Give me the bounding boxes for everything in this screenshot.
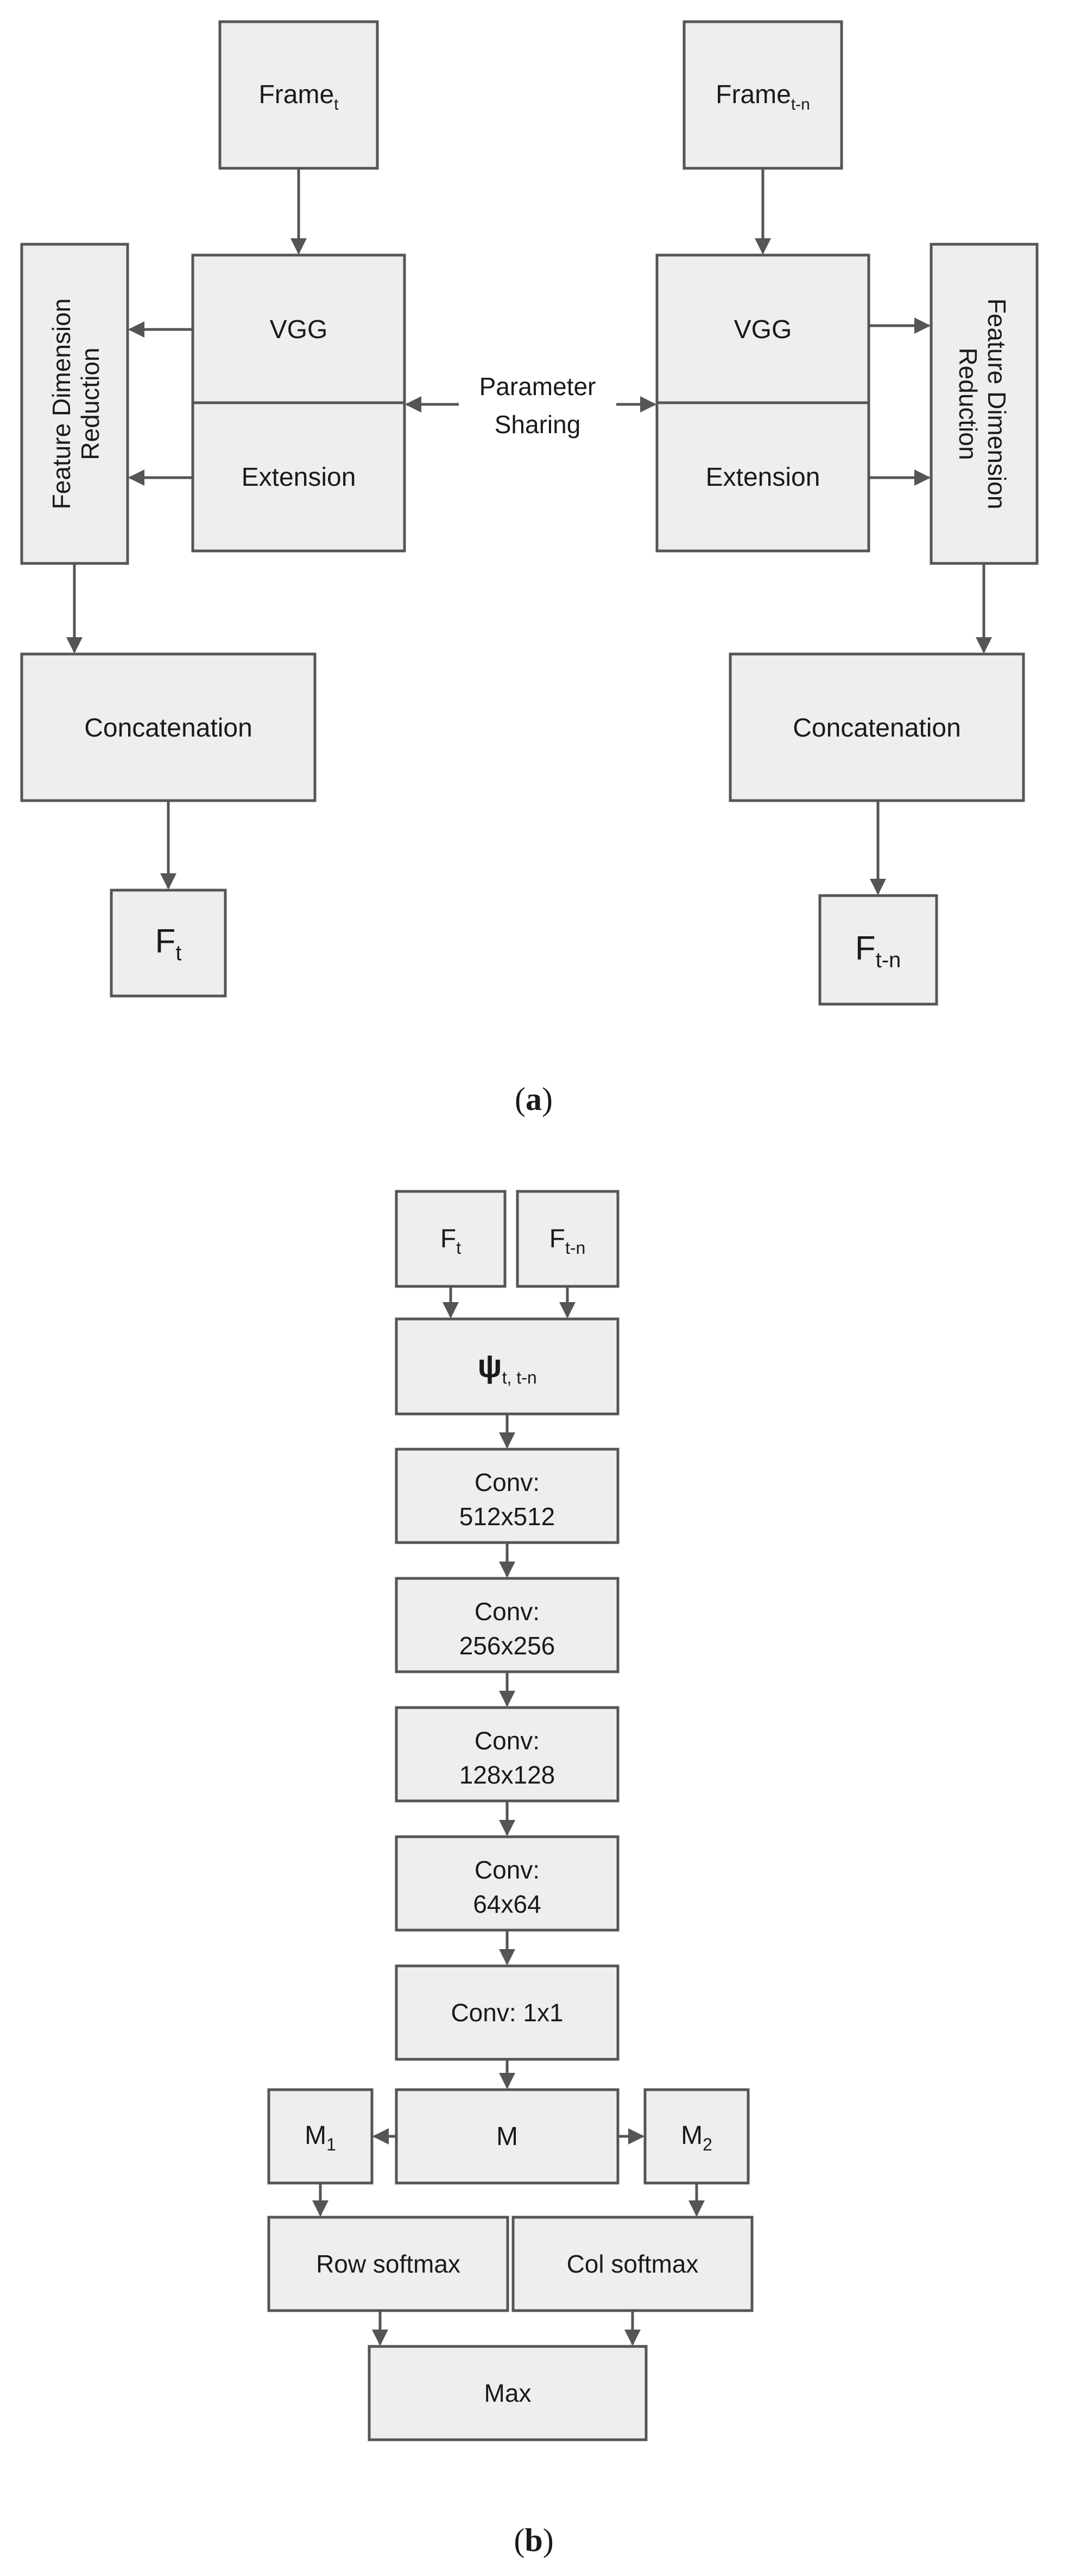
left-output-subscript: t [175, 941, 181, 965]
input-ftn-subscript: t-n [565, 1238, 585, 1258]
parameter-sharing-label: Parameter Sharing [479, 372, 596, 439]
conv-128-node: Conv: 128x128 [395, 1706, 620, 1803]
m-node: M [395, 2088, 620, 2185]
conv-256-line1: Conv: [475, 1597, 540, 1626]
left-frame-subscript: t [334, 96, 339, 113]
max-label: Max [484, 2379, 532, 2407]
right-output-subscript: t-n [876, 948, 901, 972]
conv-128-line2: 128x128 [459, 1761, 555, 1789]
conv-64-node: Conv: 64x64 [395, 1835, 620, 1932]
left-frame-label: Frame [258, 80, 334, 109]
m1-label: M [305, 2121, 326, 2150]
conv-64-line2: 64x64 [473, 1890, 541, 1918]
psi-label: ψ [477, 1348, 502, 1384]
right-frame-subscript: t-n [791, 96, 810, 113]
m1-subscript: 1 [326, 2135, 336, 2154]
svg-text:M2: M2 [681, 2121, 712, 2154]
max-node: Max [368, 2345, 648, 2441]
svg-text:Ft: Ft [440, 1224, 461, 1258]
right-concatenation-label: Concatenation [793, 714, 961, 743]
panel-a: Framet VGG Extension Feature Dimension R… [20, 20, 1039, 1117]
row-softmax-node: Row softmax [267, 2216, 509, 2312]
left-vgg-extension-node: VGG Extension [191, 253, 406, 553]
input-ftn-label: F [549, 1224, 565, 1253]
svg-text:Ft-n: Ft-n [549, 1224, 586, 1258]
psi-node: ψt, t-n [395, 1317, 620, 1416]
panel-b: Ft Ft-n ψt, t-n Conv: 512x512 Conv: 256x… [267, 1190, 754, 2558]
right-output-node: Ft-n [818, 894, 938, 1006]
conv-64-line1: Conv: [475, 1856, 540, 1884]
right-fdr-label-line1: Feature Dimension [983, 299, 1011, 510]
right-vgg-label: VGG [734, 315, 792, 344]
left-fdr-label-line1: Feature Dimension [47, 299, 75, 510]
svg-text:Ft-n: Ft-n [855, 930, 901, 972]
m1-node: M1 [267, 2088, 374, 2185]
row-softmax-label: Row softmax [316, 2250, 460, 2278]
right-frame-node: Framet-n [682, 20, 843, 170]
svg-text:M1: M1 [305, 2121, 336, 2154]
svg-text:Framet-n: Framet-n [716, 80, 810, 113]
left-feature-dimension-reduction-node: Feature Dimension Reduction [20, 243, 129, 565]
m-label: M [496, 2122, 518, 2151]
conv-128-line1: Conv: [475, 1727, 540, 1755]
input-ftn-node: Ft-n [516, 1190, 620, 1288]
svg-text:Framet: Framet [258, 80, 339, 113]
right-output-label: F [855, 930, 876, 967]
left-vgg-label: VGG [270, 315, 328, 344]
right-fdr-label-line2: Reduction [954, 347, 982, 460]
m2-node: M2 [643, 2088, 750, 2185]
conv-1x1-label: Conv: 1x1 [451, 1998, 563, 2027]
input-ft-node: Ft [395, 1190, 507, 1288]
conv-256-line2: 256x256 [459, 1632, 555, 1660]
left-output-node: Ft [110, 889, 227, 998]
m2-subscript: 2 [703, 2135, 712, 2154]
psi-subscript: t, t-n [502, 1368, 537, 1387]
input-ft-label: F [440, 1224, 456, 1253]
left-fdr-label-line2: Reduction [76, 347, 104, 460]
panel-b-caption: (b) [514, 2522, 553, 2558]
right-frame-label: Frame [716, 80, 791, 109]
conv-512-line2: 512x512 [459, 1502, 555, 1531]
panel-a-caption: (a) [515, 1081, 553, 1117]
svg-text:Ft: Ft [155, 923, 182, 965]
parameter-sharing-line1: Parameter [479, 372, 596, 401]
right-concatenation-node: Concatenation [729, 652, 1025, 802]
left-concatenation-label: Concatenation [84, 714, 252, 743]
right-extension-label: Extension [706, 463, 820, 492]
left-frame-node: Framet [218, 20, 379, 170]
left-extension-label: Extension [242, 463, 356, 492]
m2-label: M [681, 2121, 703, 2150]
left-concatenation-node: Concatenation [20, 652, 317, 802]
right-feature-dimension-reduction-node: Feature Dimension Reduction [930, 243, 1039, 565]
conv-256-node: Conv: 256x256 [395, 1577, 620, 1673]
right-vgg-extension-node: VGG Extension [655, 253, 870, 553]
conv-1x1-node: Conv: 1x1 [395, 1964, 620, 2061]
conv-512-node: Conv: 512x512 [395, 1448, 620, 1544]
left-output-label: F [155, 923, 176, 960]
input-ft-subscript: t [456, 1238, 461, 1258]
col-softmax-label: Col softmax [567, 2250, 699, 2278]
conv-512-line1: Conv: [475, 1468, 540, 1496]
col-softmax-node: Col softmax [511, 2216, 754, 2312]
parameter-sharing-line2: Sharing [495, 410, 581, 439]
svg-text:ψt, t-n: ψt, t-n [477, 1348, 536, 1387]
